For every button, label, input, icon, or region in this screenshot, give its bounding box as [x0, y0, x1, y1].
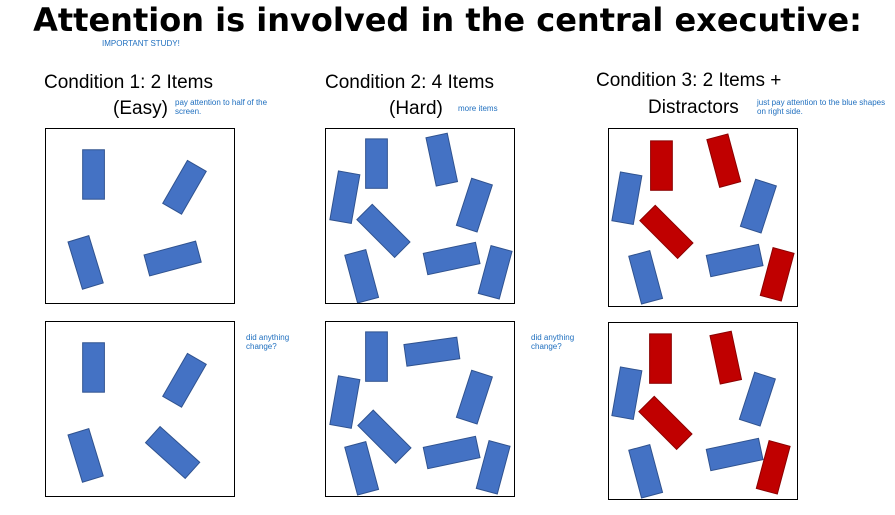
- red-rectangle: [706, 133, 742, 188]
- blue-rectangle: [365, 331, 388, 382]
- change-question-1: did anything change?: [246, 333, 290, 351]
- blue-rectangle: [475, 440, 511, 495]
- blue-rectangle: [628, 444, 664, 499]
- blue-rectangle: [455, 369, 493, 425]
- blue-rectangle: [143, 240, 202, 277]
- slide-title: Attention is involved in the central exe…: [33, 1, 862, 39]
- red-rectangle: [649, 333, 672, 384]
- condition-2-display-2: [325, 321, 515, 497]
- blue-rectangle: [329, 170, 361, 225]
- red-rectangle: [709, 330, 743, 385]
- condition-3-title: Condition 3: 2 Items +: [596, 70, 782, 91]
- blue-rectangle: [67, 235, 104, 290]
- blue-rectangle: [425, 132, 459, 187]
- blue-rectangle: [357, 409, 412, 464]
- blue-rectangle: [422, 435, 481, 470]
- condition-3-display-2: [608, 322, 798, 500]
- condition-1-title: Condition 1: 2 Items: [44, 72, 213, 93]
- red-rectangle: [759, 247, 795, 302]
- blue-rectangle: [365, 138, 388, 189]
- important-study-note: IMPORTANT STUDY!: [102, 39, 180, 48]
- blue-rectangle: [403, 336, 461, 367]
- red-rectangle: [755, 440, 791, 495]
- condition-1-note: pay attention to half of the screen.: [175, 98, 268, 116]
- condition-2-title: Condition 2: 4 Items: [325, 72, 494, 93]
- blue-rectangle: [67, 428, 104, 483]
- condition-1-subtitle: (Easy): [113, 98, 168, 119]
- blue-rectangle: [162, 352, 207, 408]
- condition-2-display-1: [325, 128, 515, 304]
- blue-rectangle: [329, 375, 361, 429]
- condition-1-display-2: [45, 321, 235, 497]
- red-rectangle: [639, 204, 694, 260]
- blue-rectangle: [739, 178, 777, 234]
- condition-3-display-1: [608, 128, 798, 307]
- condition-1-display-1: [45, 128, 235, 304]
- condition-2-subtitle: (Hard): [389, 98, 443, 119]
- condition-3-subtitle: Distractors: [648, 97, 739, 118]
- blue-rectangle: [82, 149, 105, 200]
- condition-2-note: more items: [458, 104, 498, 113]
- blue-rectangle: [705, 437, 764, 472]
- blue-rectangle: [628, 250, 664, 305]
- blue-rectangle: [422, 241, 481, 276]
- blue-rectangle: [344, 249, 380, 303]
- blue-rectangle: [356, 203, 411, 259]
- blue-rectangle: [738, 371, 776, 427]
- blue-rectangle: [611, 171, 643, 226]
- blue-rectangle: [455, 177, 493, 233]
- blue-rectangle: [144, 425, 201, 480]
- blue-rectangle: [82, 342, 105, 393]
- red-rectangle: [638, 395, 693, 451]
- blue-rectangle: [477, 245, 513, 300]
- change-question-2: did anything change?: [531, 333, 575, 351]
- blue-rectangle: [611, 366, 643, 421]
- red-rectangle: [650, 140, 673, 191]
- condition-3-note: just pay attention to the blue shapes on…: [757, 98, 886, 116]
- blue-rectangle: [705, 243, 764, 278]
- blue-rectangle: [344, 441, 380, 496]
- blue-rectangle: [162, 159, 207, 215]
